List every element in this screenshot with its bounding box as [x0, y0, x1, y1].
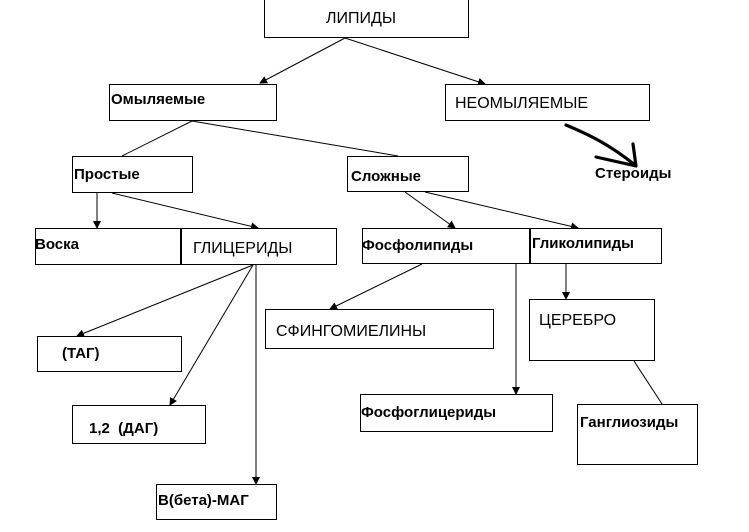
line-cerebro-to-gangliosides	[633, 360, 663, 405]
node-unsaponifiable: НЕОМЫЛЯЕМЫЕ	[455, 95, 589, 112]
node-waxes-box	[35, 228, 181, 265]
node-complex-box	[347, 156, 469, 192]
node-steroids: Стероиды	[595, 165, 672, 182]
node-saponifiable: Омыляемые	[111, 91, 206, 108]
arrow-simple-to-glycerides	[111, 192, 259, 231]
arrow-phospholipids-to-sphingomyelins	[329, 263, 423, 310]
node-glycolipids: Гликолипиды	[532, 235, 634, 252]
node-mag: В(бета)-МАГ	[158, 492, 249, 509]
node-tag-box	[37, 336, 182, 372]
node-simple-box	[72, 156, 193, 193]
node-complex: Сложные	[351, 168, 421, 185]
arrow-complex-to-phospholipids	[404, 191, 456, 229]
node-dag-box	[72, 405, 206, 444]
node-lipids: ЛИПИДЫ	[326, 10, 396, 27]
node-phosphoglycerides-box	[360, 394, 553, 432]
line-saponifiable-to-complex	[191, 120, 399, 157]
line-saponifiable-to-simple	[121, 120, 193, 157]
node-simple: Простые	[74, 166, 140, 183]
node-unsaponifiable-box	[445, 84, 650, 121]
node-sphingomyelins-box	[265, 309, 494, 349]
node-saponifiable-box	[109, 84, 277, 121]
arrow-glycerides-to-dag	[169, 264, 254, 406]
node-dag: 1,2 (ДАГ)	[89, 420, 159, 437]
node-glycolipids-box	[530, 228, 662, 264]
node-glycerides: ГЛИЦЕРИДЫ	[193, 240, 293, 257]
node-gangliosides: Ганглиозиды	[580, 414, 679, 431]
node-phospholipids: Фосфолипиды	[362, 237, 474, 254]
node-gangliosides-box	[577, 404, 698, 465]
node-phospholipids-box	[362, 228, 530, 264]
arrow-lipids-to-saponifiable	[259, 37, 346, 84]
node-lipids-box	[264, 0, 469, 38]
arrow-complex-to-glycolipids	[424, 191, 579, 231]
node-cerebro: ЦЕРЕБРО	[539, 312, 617, 329]
node-cerebro-box	[529, 299, 655, 361]
arrow-glycerides-to-tag	[76, 264, 254, 338]
node-tag: (ТАГ)	[62, 345, 100, 362]
node-phosphoglycerides: Фосфоглицериды	[361, 404, 497, 421]
node-waxes: Воска	[35, 236, 79, 253]
node-sphingomyelins: СФИНГОМИЕЛИНЫ	[276, 323, 427, 340]
node-glycerides-box	[181, 228, 337, 265]
node-mag-box	[156, 484, 277, 520]
arrow-lipids-to-unsaponifiable	[344, 37, 486, 86]
hand-drawn-arrow-to-steroids	[564, 123, 638, 168]
